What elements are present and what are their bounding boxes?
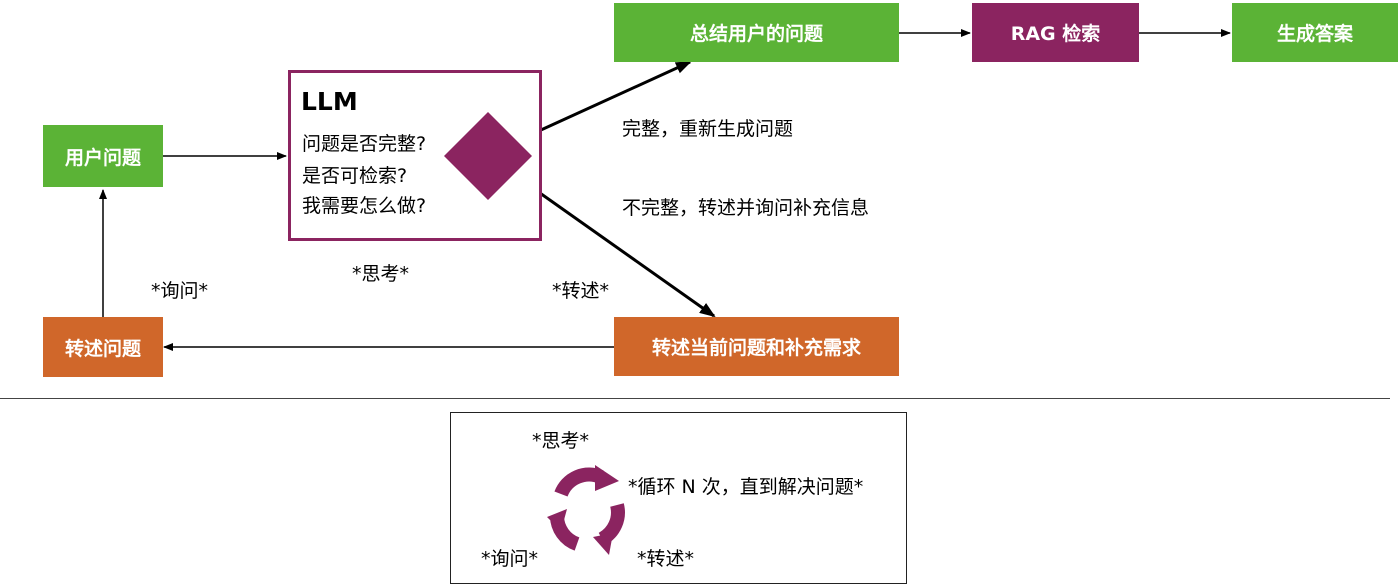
legend-restate: *转述* xyxy=(637,548,695,570)
generate-answer-node: 生成答案 xyxy=(1232,3,1398,62)
label-restate: *转述* xyxy=(552,280,610,302)
llm-line-action: 我需要怎么做? xyxy=(302,195,427,217)
restate-question-label: 转述问题 xyxy=(64,337,141,360)
llm-line-complete: 问题是否完整? xyxy=(302,133,427,155)
divider xyxy=(0,398,1390,399)
generate-answer-label: 生成答案 xyxy=(1276,23,1353,45)
summarize-question-label: 总结用户的问题 xyxy=(689,23,823,45)
decision-diamond xyxy=(444,112,532,200)
legend-loop: *循环 N 次，直到解决问题* xyxy=(628,476,864,498)
label-think: *思考* xyxy=(352,263,410,285)
label-incomplete: 不完整，转述并询问补充信息 xyxy=(622,197,870,219)
label-complete: 完整，重新生成问题 xyxy=(622,118,794,140)
llm-node: LLM 问题是否完整? 是否可检索? 我需要怎么做? xyxy=(288,70,542,241)
summarize-question-node: 总结用户的问题 xyxy=(614,3,899,62)
llm-line-searchable: 是否可检索? xyxy=(302,165,408,187)
label-ask: *询问* xyxy=(151,280,209,302)
user-question-node: 用户问题 xyxy=(43,125,163,187)
user-question-label: 用户问题 xyxy=(64,146,141,169)
arrow-llm-to-restate-current xyxy=(512,172,716,318)
legend-think: *思考* xyxy=(532,430,590,452)
arrow-llm-to-summarize xyxy=(518,60,692,142)
rag-search-label: RAG 检索 xyxy=(1010,23,1101,45)
rag-search-node: RAG 检索 xyxy=(972,3,1139,62)
legend-ask: *询问* xyxy=(481,548,539,570)
cycle-icon xyxy=(547,465,625,555)
restate-question-node: 转述问题 xyxy=(43,317,163,377)
restate-current-label: 转述当前问题和补充需求 xyxy=(651,337,861,359)
legend-box: *思考* *循环 N 次，直到解决问题* *询问* *转述* xyxy=(450,412,907,584)
llm-title: LLM xyxy=(301,87,358,116)
restate-current-node: 转述当前问题和补充需求 xyxy=(614,317,899,376)
